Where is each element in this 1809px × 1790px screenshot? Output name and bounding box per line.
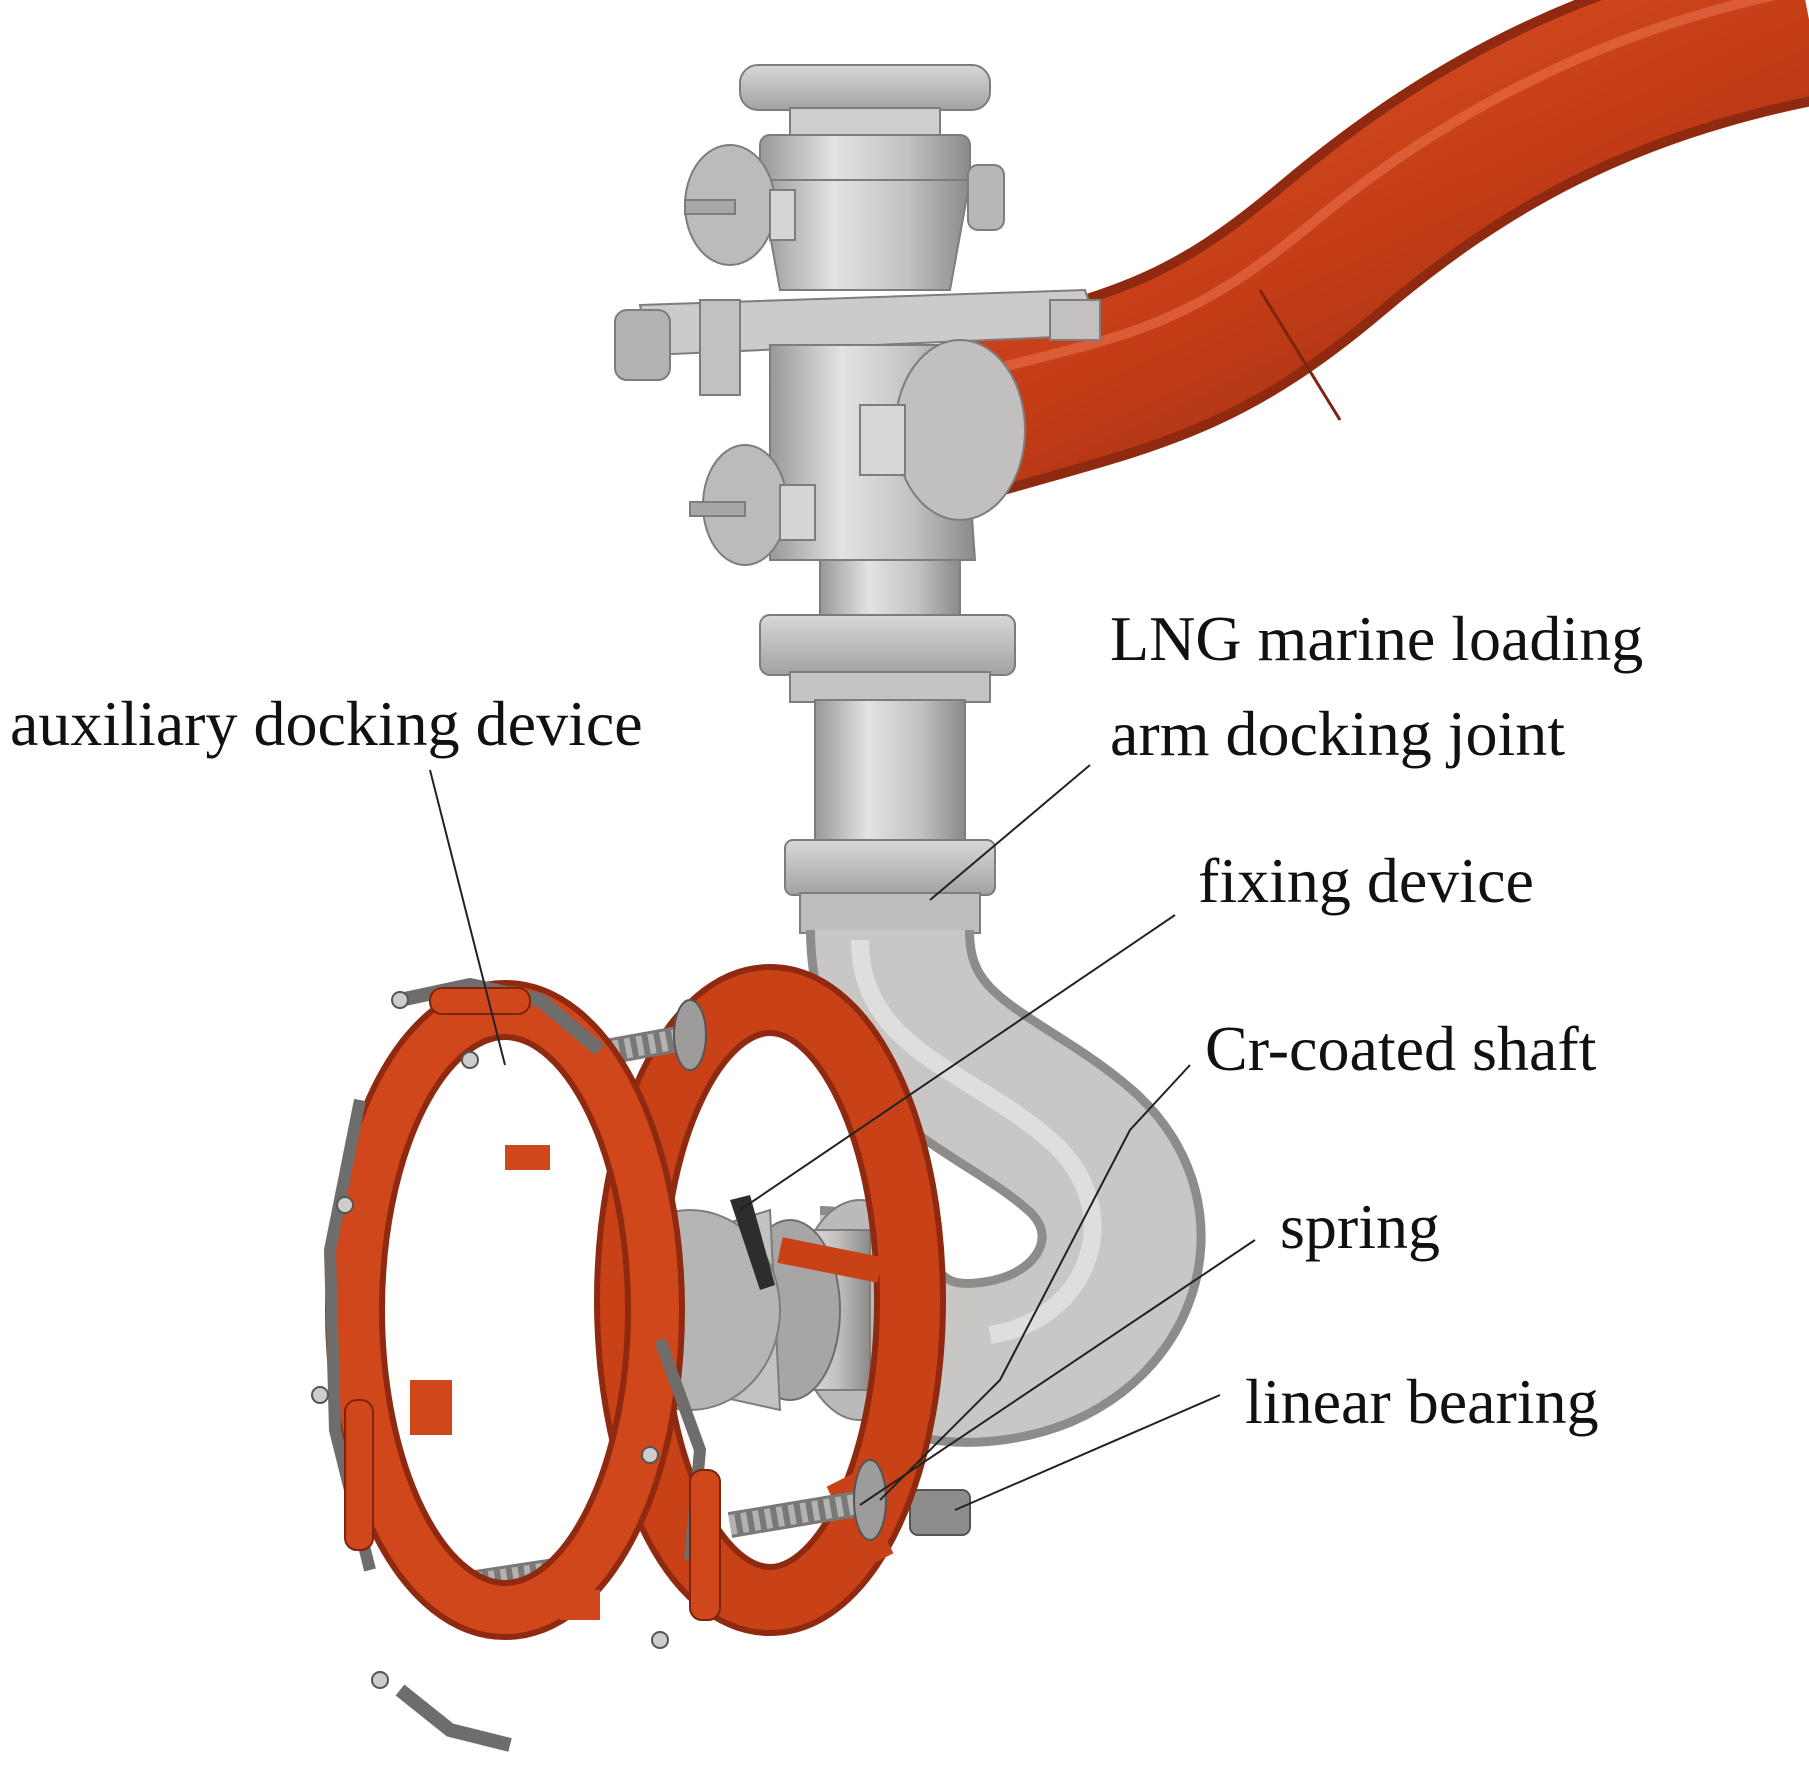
valve-assembly (614, 64, 1102, 934)
label-auxiliary-docking-device: auxiliary docking device (10, 688, 643, 759)
label-lng-joint-line2: arm docking joint (1110, 698, 1565, 769)
leader-spring (859, 1239, 1256, 1506)
labels: auxiliary docking device LNG marine load… (10, 603, 1643, 1437)
label-lng-joint-line1: LNG marine loading (1110, 603, 1643, 674)
leader-aux-docking (429, 769, 506, 1066)
orange-pipe (931, 0, 1809, 514)
leader-cr-shaft (879, 1064, 1191, 1501)
label-cr-coated-shaft: Cr-coated shaft (1205, 1013, 1597, 1084)
leader-lines (429, 764, 1256, 1511)
label-spring: spring (1280, 1191, 1440, 1262)
leader-linear-bearing (954, 1394, 1221, 1511)
front-ring (311, 977, 721, 1752)
label-linear-bearing: linear bearing (1245, 1366, 1599, 1437)
leader-fixing (739, 914, 1176, 1211)
label-fixing-device: fixing device (1198, 845, 1534, 916)
leader-lng-joint (929, 764, 1091, 901)
